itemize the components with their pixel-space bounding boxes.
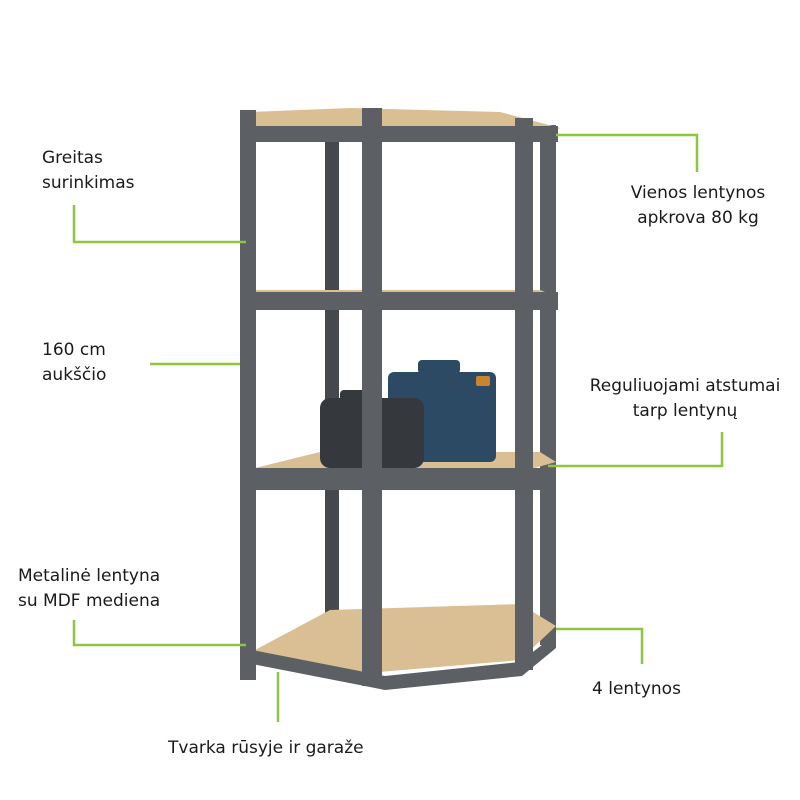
tool-case-blue-handle xyxy=(418,360,460,374)
front-left-upright xyxy=(240,110,256,680)
shelf-top-beam xyxy=(248,126,558,142)
callout-storage: Tvarka rūsyje ir garaže xyxy=(168,738,364,758)
callout-quick-assembly: Greitas surinkimas xyxy=(42,148,135,193)
corner-shelving-unit xyxy=(240,108,560,690)
callout-shelves: 4 lentynos xyxy=(592,679,681,699)
right-upright xyxy=(540,125,556,645)
callout-height: 160 cm aukščio xyxy=(42,340,107,385)
callout-lines xyxy=(72,133,724,722)
callout-adjustable: Reguliuojami atstumai tarp lentynų xyxy=(589,376,781,421)
shelf-bottom-beam xyxy=(252,634,556,690)
tool-case-latch xyxy=(476,376,490,386)
front-center-upright xyxy=(362,108,382,686)
callout-line-metal-shelf xyxy=(72,620,246,647)
front-right-upright xyxy=(515,118,533,670)
shelf-third-beam xyxy=(252,468,556,490)
shelf-bottom xyxy=(255,604,556,672)
callout-line-shelves xyxy=(556,627,644,664)
callout-line-adjustable xyxy=(548,432,724,468)
shelf-second-beam xyxy=(248,292,558,310)
callout-line-quick-assembly xyxy=(72,205,246,244)
callout-metal-shelf: Metalinė lentyna su MDF mediena xyxy=(18,566,161,611)
callout-load: Vienos lentynos apkrova 80 kg xyxy=(630,183,766,228)
back-upright xyxy=(325,140,339,650)
callout-line-load xyxy=(556,133,699,172)
